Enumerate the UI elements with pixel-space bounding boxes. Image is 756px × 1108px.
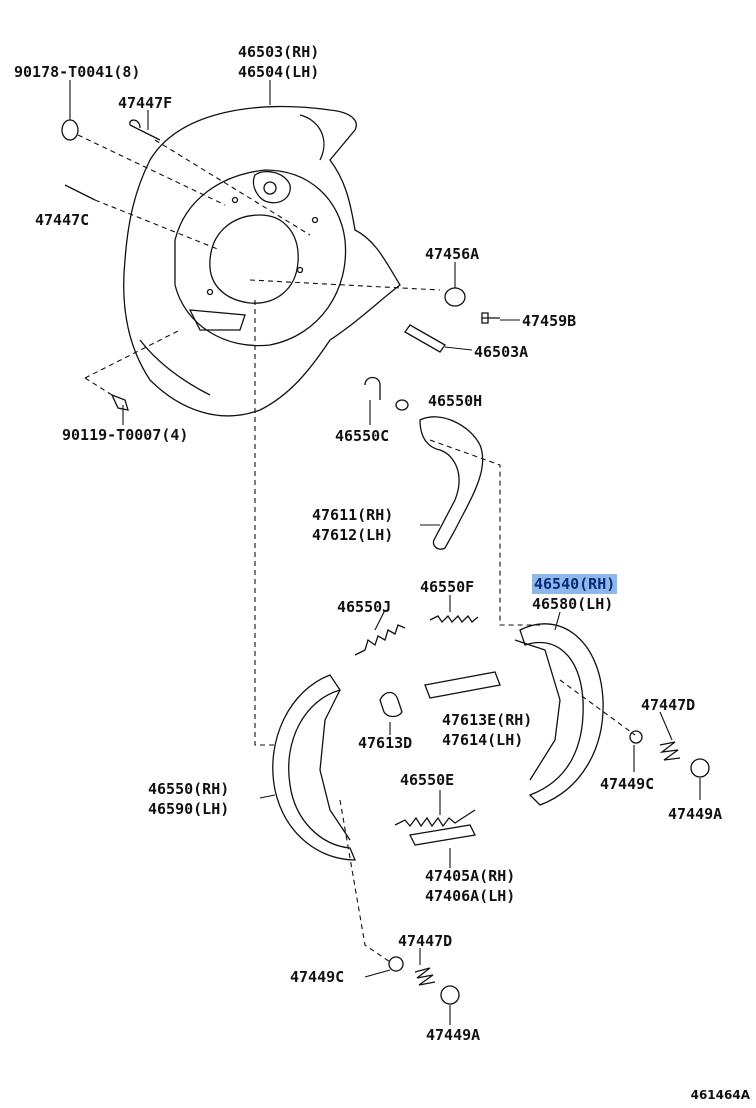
brake-shoe-left-drawing [272, 674, 356, 861]
adjust-bolt-46503a [404, 324, 446, 353]
cup-47449c-right [629, 730, 643, 744]
label-46550c: 46550C [335, 427, 390, 445]
label-47449c-bottom: 47449C [290, 968, 345, 986]
spring-46550e [394, 809, 476, 828]
label-leaders [69, 80, 701, 1025]
label-47447d-right: 47447D [641, 696, 696, 714]
label-90119: 90119-T0007(4) [62, 426, 189, 444]
cap-90178 [61, 119, 79, 141]
highlighted-part-46540[interactable]: 46540(RH) [532, 574, 618, 594]
spring-46550f [429, 614, 479, 624]
cap-47449a-right [690, 758, 710, 778]
plug-47456a [444, 287, 466, 307]
diagram-code: 461464A [690, 1088, 750, 1102]
brake-shoe-right-drawing [519, 623, 604, 806]
pin-47447c [64, 184, 96, 201]
label-47613d: 47613D [358, 734, 413, 752]
label-47611-47612: 47611(RH)47612(LH) [312, 506, 394, 544]
label-47449a-right: 47449A [668, 805, 723, 823]
label-46550e: 46550E [400, 771, 455, 789]
label-90178: 90178-T0041(8) [14, 63, 141, 81]
cup-47449c-bottom [388, 956, 404, 972]
strut-47613e [424, 671, 501, 699]
spring-47447d-bottom [414, 967, 436, 986]
washer-46550h [395, 399, 409, 411]
spring-46550j [354, 624, 406, 656]
label-47447d-bottom: 47447D [398, 932, 453, 950]
label-47449c-right: 47449C [600, 775, 655, 793]
label-47613e-47614: 47613E(RH)47614(LH) [442, 711, 533, 749]
label-47405a-47406a: 47405A(RH)47406A(LH) [425, 867, 516, 905]
spring-47447d-right [659, 741, 681, 761]
label-46550h: 46550H [428, 392, 483, 410]
pin-47447f [129, 119, 161, 141]
bolt-47459b [481, 312, 500, 324]
clip-47613d [379, 691, 403, 718]
label-46503-46504: 46503(RH)46504(LH) [238, 43, 320, 81]
label-46550j: 46550J [337, 598, 392, 616]
backing-plate-drawing [123, 105, 401, 417]
cap-47449a-bottom [440, 985, 460, 1005]
label-47456a: 47456A [425, 245, 480, 263]
label-47447f: 47447F [118, 94, 173, 112]
label-46540-46580[interactable]: 46540(RH)46580(LH) [532, 574, 618, 613]
label-47449a-bottom: 47449A [426, 1026, 481, 1044]
leader-lines [77, 134, 636, 963]
label-46503a: 46503A [474, 343, 529, 361]
label-47447c: 47447C [35, 211, 90, 229]
adjuster-47405a [409, 824, 476, 846]
label-46550f: 46550F [420, 578, 475, 596]
bolt-90119 [110, 393, 129, 411]
clip-46550c [364, 376, 381, 400]
brake-lever-drawing [419, 416, 484, 550]
label-46550-46590: 46550(RH)46590(LH) [148, 780, 230, 818]
label-47459b: 47459B [522, 312, 577, 330]
